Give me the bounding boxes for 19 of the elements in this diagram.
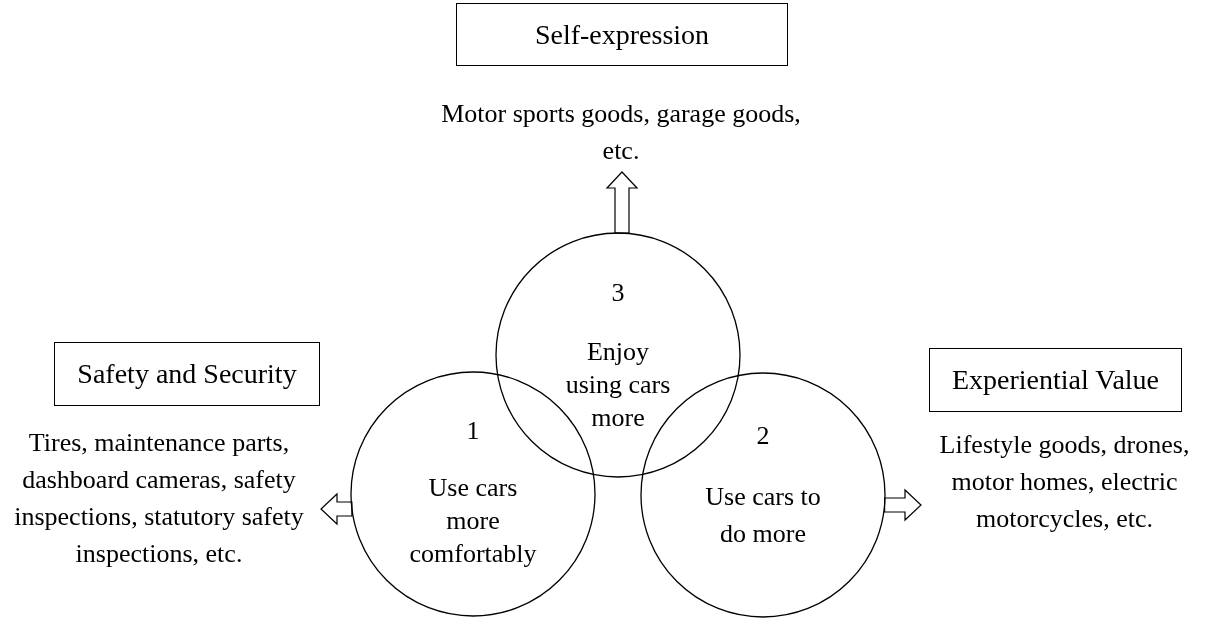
box-label: Experiential Value bbox=[951, 364, 1160, 396]
box-label: Safety and Security bbox=[77, 358, 297, 390]
circle bbox=[495, 232, 741, 478]
circle-label: Use cars to do more bbox=[704, 481, 822, 550]
item-list-text: Motor sports goods, garage goods, etc. bbox=[421, 95, 821, 169]
label-box bbox=[456, 3, 788, 66]
box-label: Self-expression bbox=[534, 18, 710, 51]
arrow bbox=[605, 171, 639, 234]
arrow bbox=[884, 488, 922, 522]
number-label: 1 bbox=[465, 415, 481, 447]
label-box bbox=[929, 348, 1182, 412]
item-list-text: Tires, maintenance parts, dashboard cameras, safety inspections, statutory safety inspections, etc. bbox=[0, 424, 318, 572]
circle-label: Use cars more comfortably bbox=[408, 472, 538, 570]
item-list-text: Lifestyle goods, drones, motor homes, electric motorcycles, etc. bbox=[924, 426, 1205, 537]
arrow bbox=[320, 492, 353, 526]
number-label: 2 bbox=[755, 420, 771, 452]
label-box bbox=[54, 342, 320, 406]
circle-label: Enjoy using cars more bbox=[564, 336, 672, 434]
number-label: 3 bbox=[610, 277, 626, 309]
